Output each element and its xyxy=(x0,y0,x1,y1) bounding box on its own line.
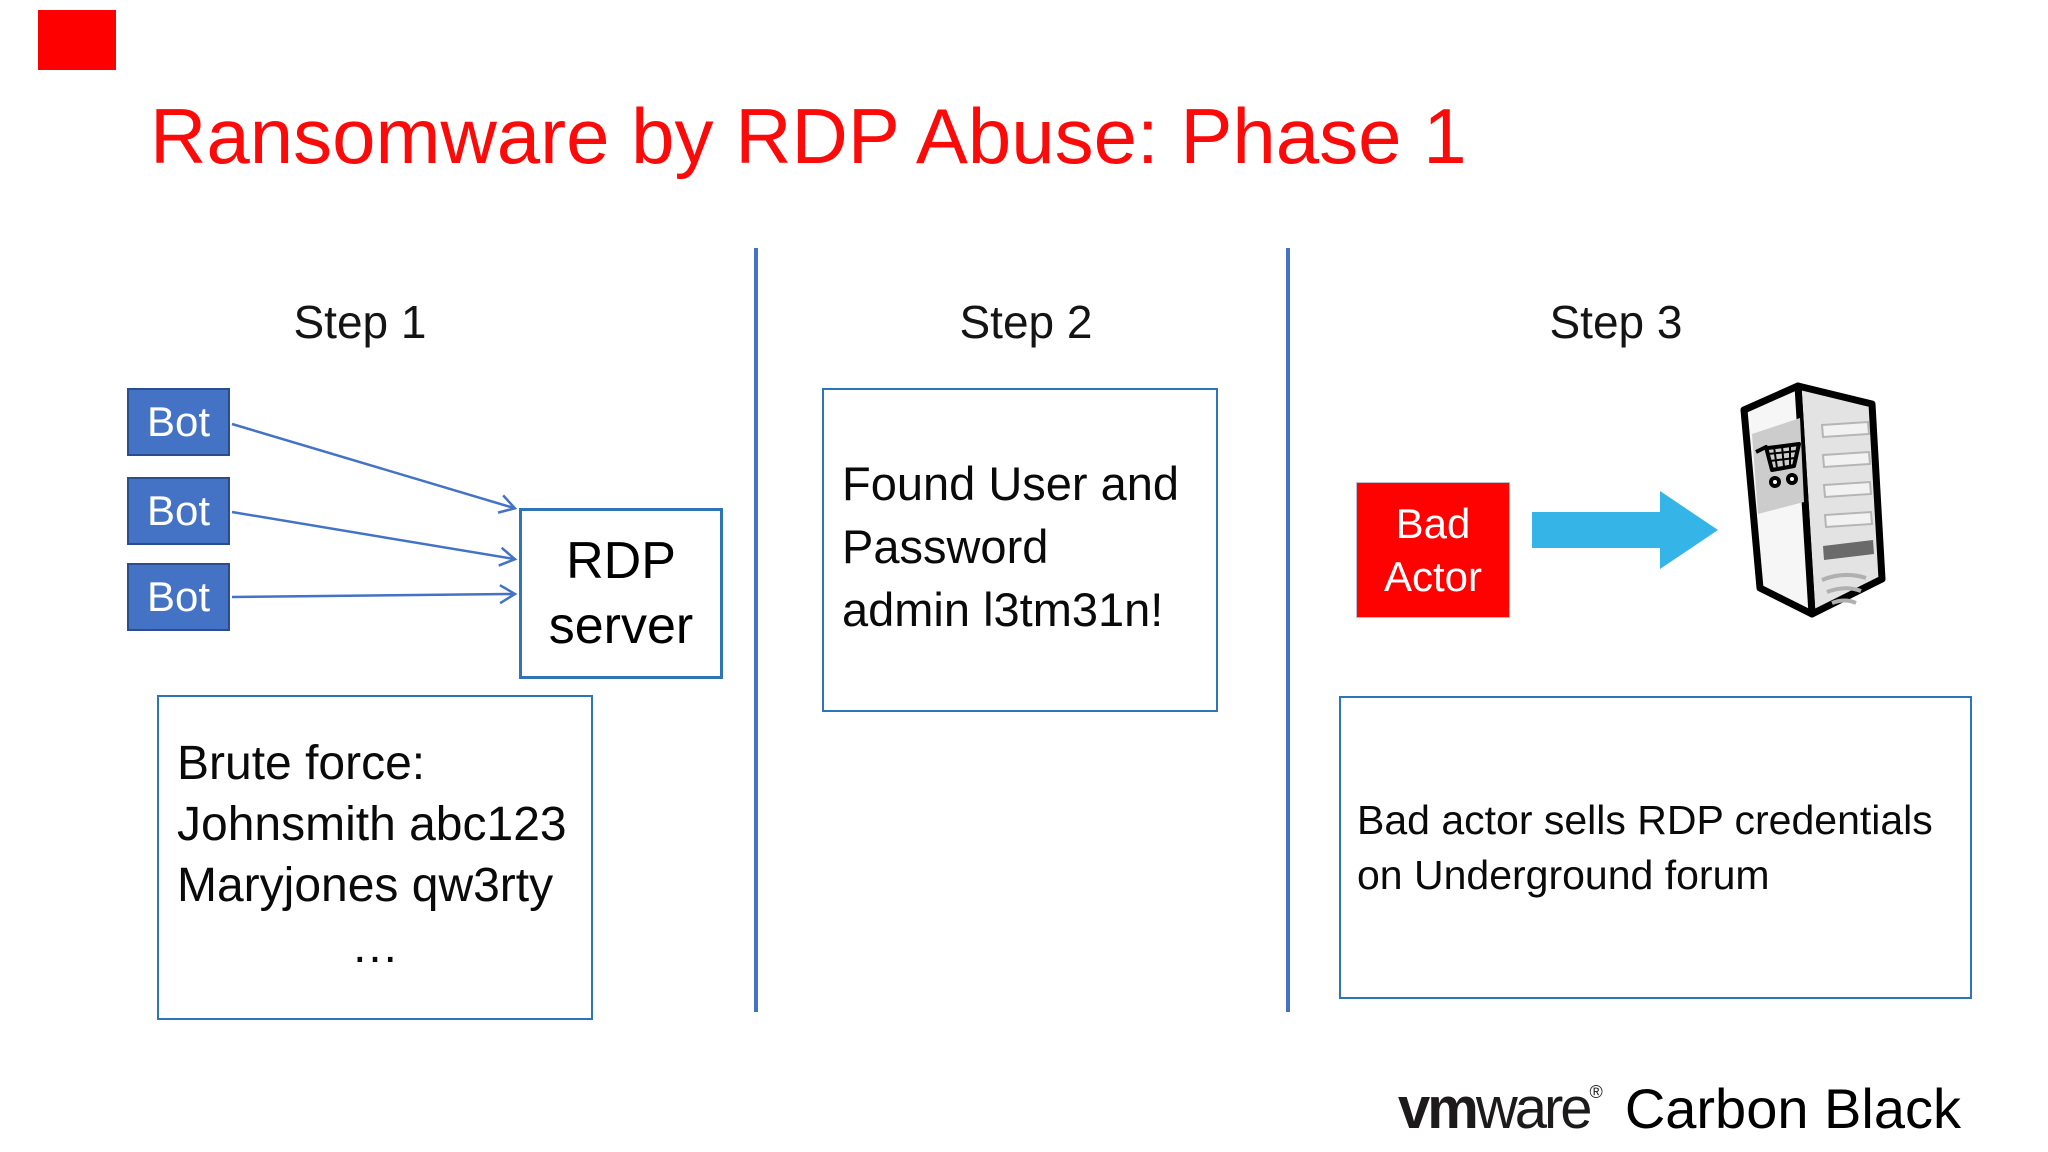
rdp-server-box: RDP server xyxy=(519,508,723,679)
server-tower-icon xyxy=(1740,382,1886,618)
arc xyxy=(1826,586,1862,594)
step-3-heading: Step 3 xyxy=(1549,296,1683,348)
ellipsis-line: … xyxy=(351,920,399,973)
text-line: on Underground forum xyxy=(1357,851,1770,898)
carbon-black-wordmark: Carbon Black xyxy=(1624,1077,1961,1140)
shopping-cart-icon xyxy=(1755,442,1801,488)
brute-force-box: Brute force: Johnsmith abc123 Maryjones … xyxy=(157,695,593,1020)
cart-grid-line xyxy=(1773,446,1778,469)
text-line: Johnsmith abc123 xyxy=(177,798,567,851)
text-line: Brute force: xyxy=(177,737,426,790)
flow-arrow-shape xyxy=(1532,491,1718,569)
text-line: admin l3tm31n! xyxy=(842,583,1164,636)
cart-wheel-hub xyxy=(1773,480,1777,484)
vent-slot xyxy=(1823,510,1874,529)
rdp-server-line: server xyxy=(548,596,694,655)
vent-slot xyxy=(1821,450,1872,469)
bad-actor-line: Actor xyxy=(1383,553,1483,600)
bot-label: Bot xyxy=(146,398,211,445)
server-vent-slots xyxy=(1820,420,1874,529)
cart-grid-line xyxy=(1769,457,1796,462)
flow-arrow-icon xyxy=(1532,491,1718,569)
bot-arrow-2 xyxy=(231,510,518,567)
vent-slot xyxy=(1820,420,1871,439)
vmware-logo-vm: vm xyxy=(1398,1076,1479,1141)
bot-box-3: Bot xyxy=(127,563,230,631)
column-divider-2 xyxy=(1286,248,1290,1012)
registered-mark: ® xyxy=(1589,1082,1603,1102)
vmware-logo-ware: ware xyxy=(1475,1076,1593,1141)
column-divider-1 xyxy=(754,248,758,1012)
bot-arrow-1 xyxy=(231,422,518,514)
bot-box-2: Bot xyxy=(127,477,230,545)
vmware-carbon-black-logo: vmware® Carbon Black xyxy=(1398,1075,1961,1142)
drive-slot xyxy=(1823,540,1874,560)
underground-forum-note-box: Bad actor sells RDP credentials on Under… xyxy=(1339,696,1972,999)
bot-box-1: Bot xyxy=(127,388,230,456)
arc xyxy=(1831,598,1857,605)
bot-label: Bot xyxy=(146,573,211,620)
speaker-arcs xyxy=(1821,573,1867,605)
cart-grid-line xyxy=(1781,445,1785,468)
cart-panel xyxy=(1752,418,1804,514)
arc xyxy=(1821,573,1867,582)
step-1-heading: Step 1 xyxy=(293,296,427,348)
bad-actor-line: Bad xyxy=(1395,500,1471,547)
text-line: Found User and xyxy=(842,457,1180,510)
cart-wheel-hub xyxy=(1790,477,1794,481)
step-2-heading: Step 2 xyxy=(959,296,1093,348)
text-line: Password xyxy=(842,520,1049,573)
cart-grid-line xyxy=(1767,450,1798,455)
text-line: Maryjones qw3rty xyxy=(177,859,554,912)
bad-actor-box: Bad Actor xyxy=(1356,482,1510,618)
cart-grid xyxy=(1767,445,1798,469)
cart-frame xyxy=(1755,442,1801,472)
text-line: Bad actor sells RDP credentials xyxy=(1357,796,1933,843)
page-title: Ransomware by RDP Abuse: Phase 1 xyxy=(150,92,1467,180)
bot-label: Bot xyxy=(146,487,211,534)
red-accent-rect xyxy=(38,10,116,70)
vent-slot xyxy=(1822,480,1873,499)
rdp-server-line: RDP xyxy=(566,531,676,590)
bot-arrow-3 xyxy=(231,584,518,605)
found-credentials-box: Found User and Password admin l3tm31n! xyxy=(822,388,1218,712)
